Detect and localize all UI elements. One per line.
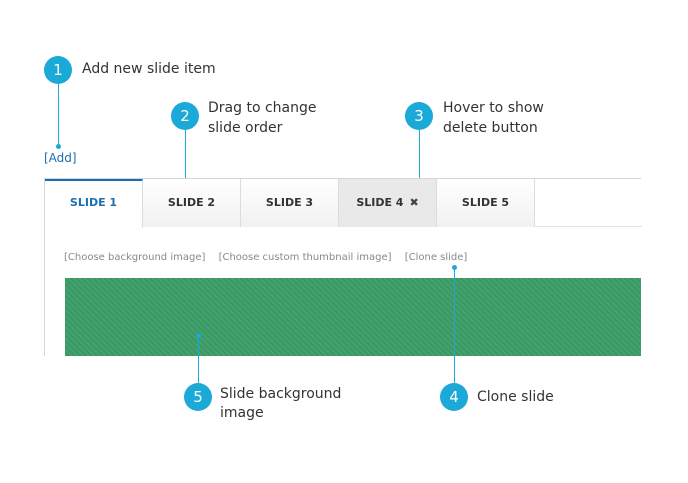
tab-label: SLIDE 4 xyxy=(356,196,404,209)
callout-badge-1: 1 xyxy=(44,56,72,84)
add-slide-link[interactable]: [Add] xyxy=(44,151,77,165)
callout-text-hover-line2: delete button xyxy=(443,120,538,136)
callout-badge-4: 4 xyxy=(440,383,468,411)
callout-badge-5: 5 xyxy=(184,383,212,411)
callout-text-bg-line1: Slide background xyxy=(220,386,342,402)
tab-slide-1[interactable]: SLIDE 1 xyxy=(45,179,143,228)
callout-badge-3: 3 xyxy=(405,102,433,130)
tab-slide-2[interactable]: SLIDE 2 xyxy=(143,179,241,227)
slide-tabs: SLIDE 1 SLIDE 2 SLIDE 3 SLIDE 4 ✖ SLIDE 5 xyxy=(45,179,642,228)
slide-actions: [Choose background image] [Choose custom… xyxy=(64,252,477,263)
callout-line-3 xyxy=(419,130,420,186)
callout-text-hover-line1: Hover to show xyxy=(443,100,544,116)
callout-dot-1 xyxy=(56,144,61,149)
callout-text-drag-line1: Drag to change xyxy=(208,100,317,116)
callout-text-add-new-slide: Add new slide item xyxy=(82,61,216,77)
tab-slide-5[interactable]: SLIDE 5 xyxy=(437,179,535,227)
callout-line-5 xyxy=(198,335,199,383)
slide-background-image[interactable] xyxy=(65,278,641,356)
callout-text-bg-line2: image xyxy=(220,405,264,421)
callout-text-clone: Clone slide xyxy=(477,389,554,405)
tab-label: SLIDE 3 xyxy=(265,196,314,209)
tab-label: SLIDE 5 xyxy=(461,196,510,209)
callout-line-4 xyxy=(454,267,455,384)
clone-slide-link[interactable]: [Clone slide] xyxy=(404,252,468,263)
callout-badge-2: 2 xyxy=(171,102,199,130)
tab-label: SLIDE 1 xyxy=(69,196,118,209)
tab-slide-3[interactable]: SLIDE 3 xyxy=(241,179,339,227)
tab-label: SLIDE 2 xyxy=(167,196,216,209)
tab-slide-4[interactable]: SLIDE 4 ✖ xyxy=(339,179,437,227)
choose-thumbnail-link[interactable]: [Choose custom thumbnail image] xyxy=(218,252,392,263)
slides-panel: SLIDE 1 SLIDE 2 SLIDE 3 SLIDE 4 ✖ SLIDE 5 xyxy=(44,178,642,356)
callout-text-drag-line2: slide order xyxy=(208,120,283,136)
callout-line-1 xyxy=(58,84,59,146)
choose-background-link[interactable]: [Choose background image] xyxy=(64,252,206,263)
delete-slide-icon[interactable]: ✖ xyxy=(409,196,419,209)
callout-line-2 xyxy=(185,130,186,192)
